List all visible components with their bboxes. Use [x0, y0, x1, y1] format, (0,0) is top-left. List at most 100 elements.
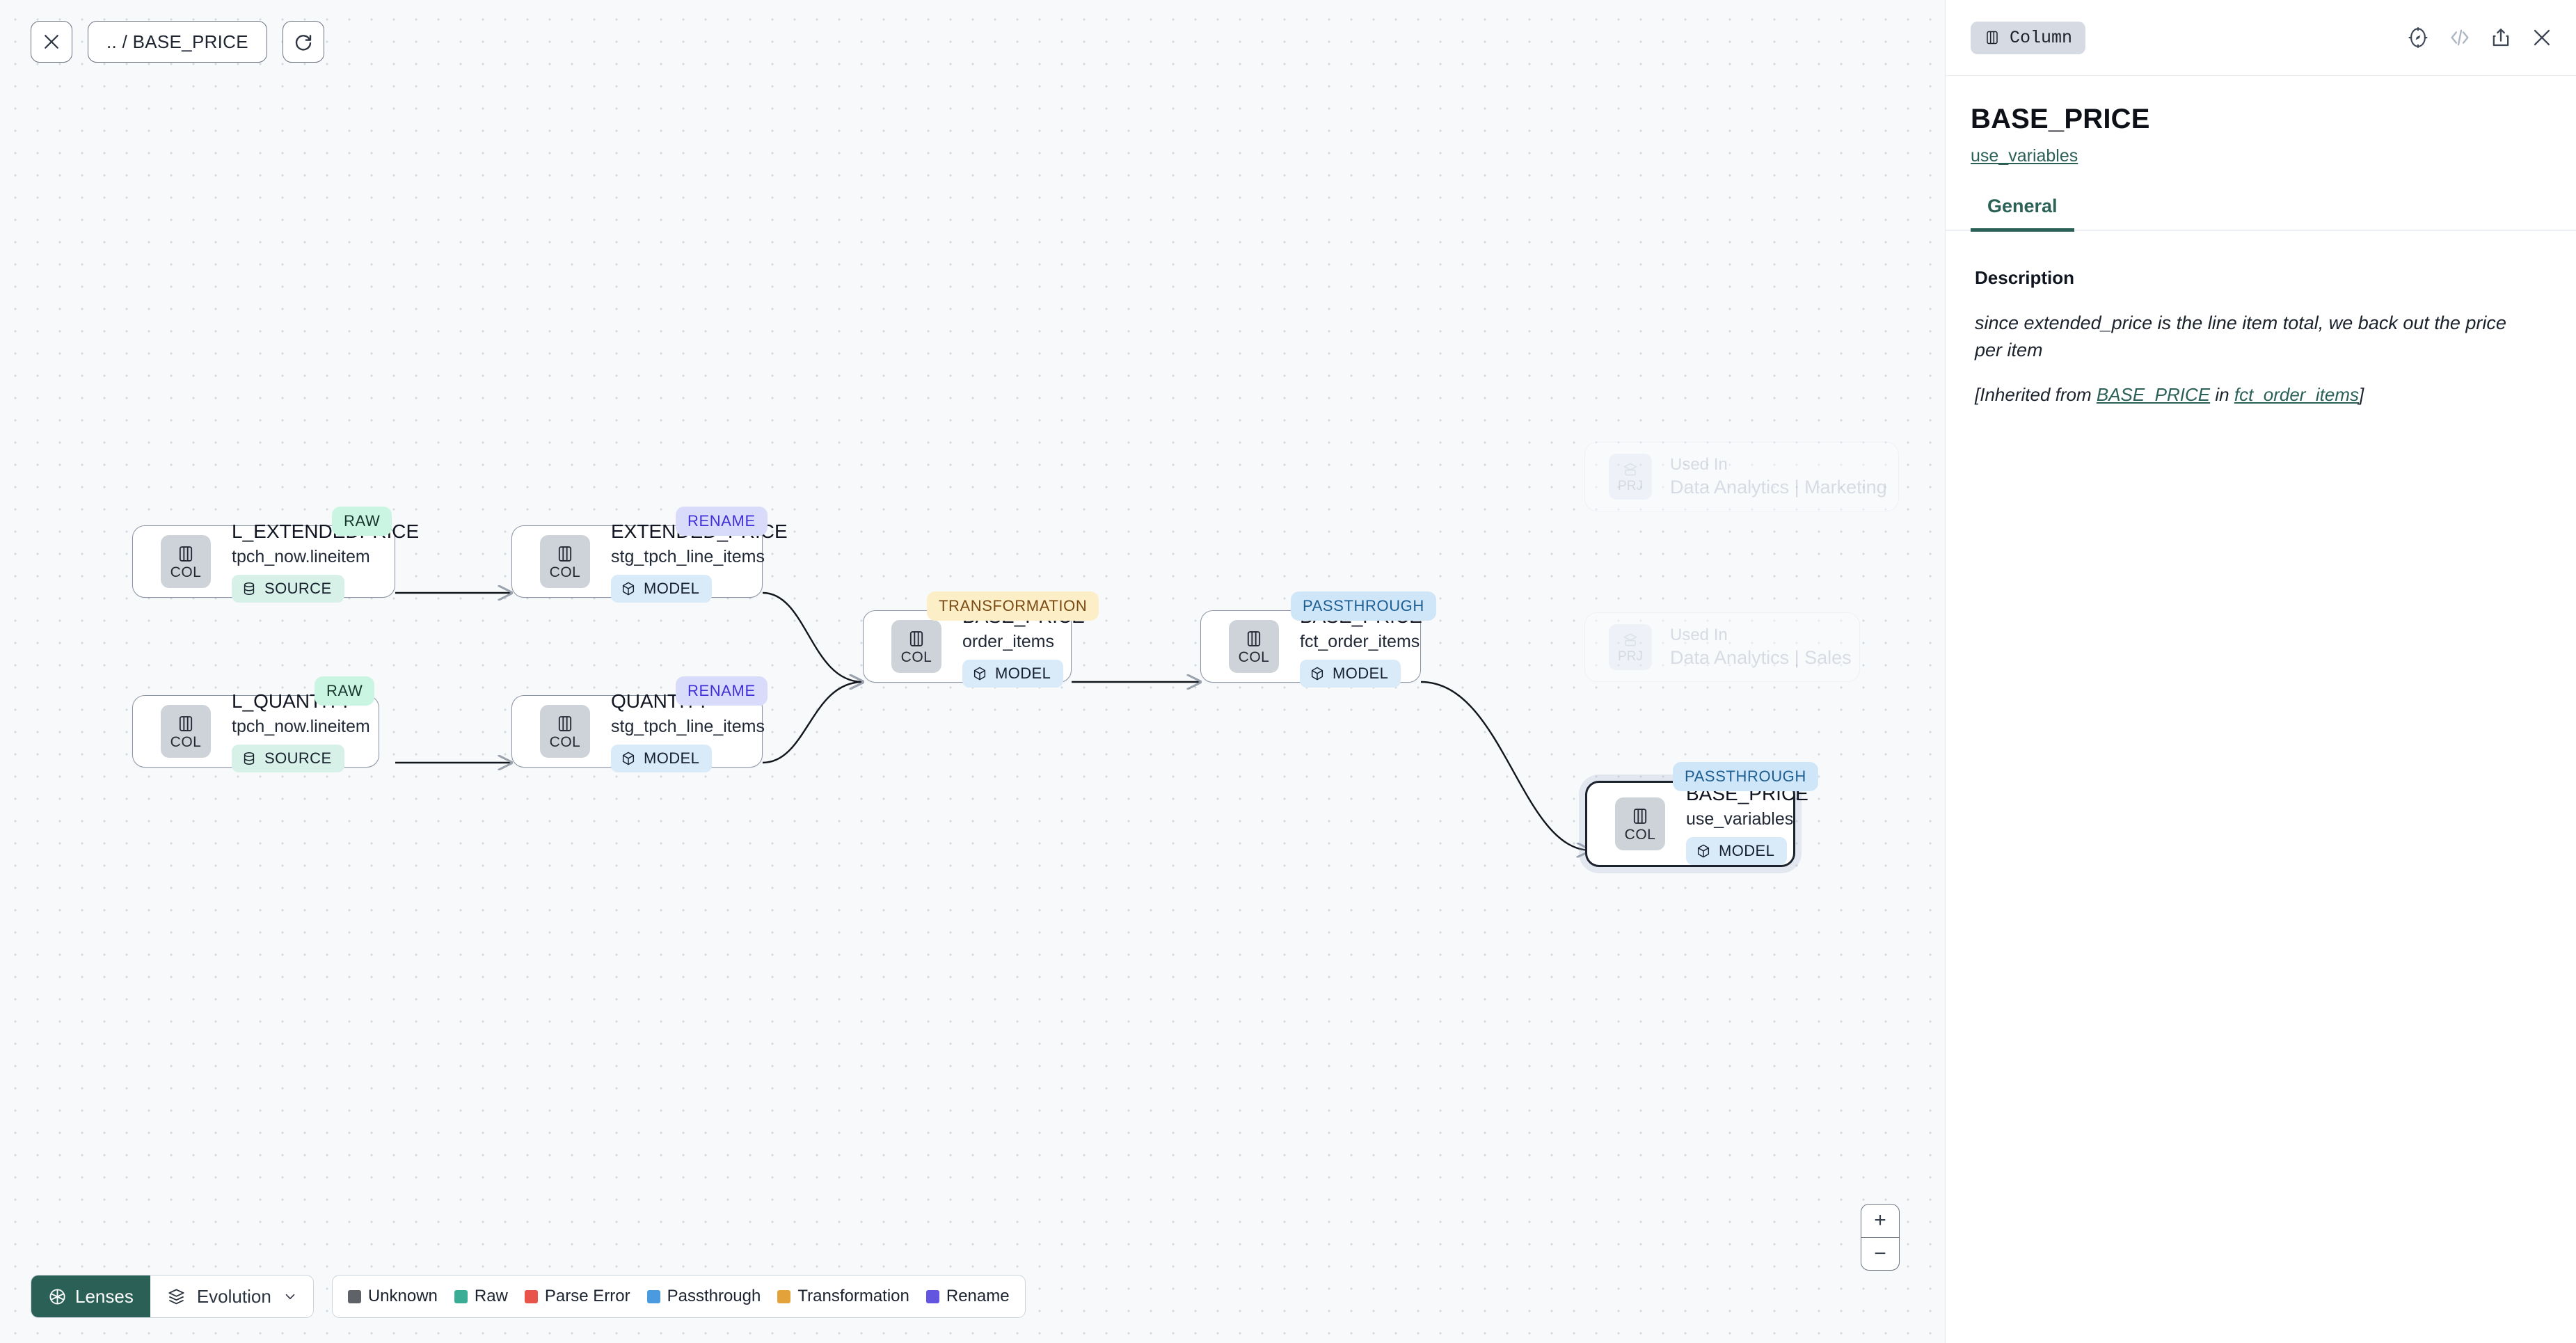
project-kind-badge: PRJ [1609, 624, 1652, 670]
node-type-tag: MODEL [1300, 659, 1401, 688]
node-kind-label: COL [170, 564, 202, 580]
graph-node-base-price-order-items[interactable]: COL BASE_PRICE order_items MODEL [863, 605, 1085, 688]
status-legend: Unknown Raw Parse Error Passthrough Tran… [331, 1275, 1026, 1318]
node-type-tag-label: MODEL [1719, 841, 1775, 859]
details-panel-header: Column [1946, 0, 2576, 76]
graph-node-base-price-fct-order-items[interactable]: COL BASE_PRICE fct_order_items MODEL [1200, 605, 1422, 688]
node-type-tag-label: MODEL [1333, 664, 1389, 682]
node-type-tag: MODEL [1686, 836, 1788, 865]
graph-node-base-price-use-variables[interactable]: COL BASE_PRICE use_variables MODEL [1585, 781, 1808, 867]
node-body: QUANTITY stg_tpch_line_items MODEL [611, 690, 765, 772]
description-text: since extended_price is the line item to… [1975, 312, 2506, 361]
node-kind-badge: COL [1229, 620, 1279, 673]
node-kind-badge: COL [1615, 797, 1665, 850]
breadcrumb[interactable]: .. / BASE_PRICE [88, 21, 267, 63]
node-kind-badge: COL [161, 535, 211, 588]
parent-model-link[interactable]: use_variables [1971, 146, 2078, 166]
node-type-tag: MODEL [611, 574, 713, 603]
bottom-toolbar: Lenses Evolution [31, 1275, 1026, 1318]
node-subtitle: stg_tpch_line_items [611, 716, 765, 736]
legend-item-rename[interactable]: Rename [925, 1287, 1010, 1306]
used-in-body: Used In Data Analytics | Marketing [1670, 455, 1887, 498]
legend-swatch-passthrough [646, 1289, 660, 1303]
node-kind-label: COL [549, 564, 581, 580]
graph-node-quantity[interactable]: COL QUANTITY stg_tpch_line_items MODEL [511, 690, 765, 772]
code-icon[interactable] [2448, 26, 2472, 49]
legend-label-transformation: Transformation [797, 1287, 909, 1305]
legend-label-passthrough: Passthrough [667, 1287, 761, 1305]
close-graph-button[interactable] [31, 21, 72, 63]
graph-node-l-extendedprice[interactable]: COL L_EXTENDEDPRICE tpch_now.lineitem SO… [132, 520, 419, 603]
node-kind-label: COL [1238, 649, 1270, 665]
panel-header-actions [2406, 26, 2554, 49]
chevron-down-icon [283, 1289, 298, 1304]
zoom-out-button[interactable]: − [1874, 1241, 1886, 1265]
node-type-tag-label: MODEL [644, 579, 700, 597]
breadcrumb-label: .. / BASE_PRICE [106, 31, 248, 52]
project-kind-label: PRJ [1618, 479, 1643, 493]
close-icon [41, 31, 62, 52]
panel-tabs: General [1946, 196, 2576, 232]
used-in-card-marketing[interactable]: PRJ Used In Data Analytics | Marketing [1584, 442, 1899, 511]
evolution-label: Evolution [196, 1285, 271, 1307]
graph-node-extended-price[interactable]: COL EXTENDED_PRICE stg_tpch_line_items M… [511, 520, 788, 603]
node-type-tag: SOURCE [232, 574, 344, 603]
project-kind-badge: PRJ [1609, 454, 1652, 500]
legend-item-raw[interactable]: Raw [454, 1287, 508, 1306]
node-body: BASE_PRICE use_variables MODEL [1686, 783, 1808, 865]
legend-item-unknown[interactable]: Unknown [347, 1287, 438, 1306]
node-type-tag-label: MODEL [644, 749, 700, 767]
node-kind-badge: COL [540, 705, 590, 758]
legend-item-parse-error[interactable]: Parse Error [524, 1287, 630, 1306]
node-type-tag-label: MODEL [995, 664, 1051, 682]
node-badge-rename: RENAME [676, 507, 768, 536]
node-body: L_EXTENDEDPRICE tpch_now.lineitem SOURCE [232, 520, 419, 603]
graph-node-l-quantity[interactable]: COL L_QUANTITY tpch_now.lineitem SOURCE [132, 690, 379, 772]
node-kind-label: COL [170, 733, 202, 750]
used-in-card-sales[interactable]: PRJ Used In Data Analytics | Sales [1584, 612, 1860, 682]
node-subtitle: tpch_now.lineitem [232, 546, 370, 566]
node-type-tag: MODEL [611, 744, 713, 772]
node-type-tag: SOURCE [232, 744, 344, 772]
lens-icon [48, 1287, 67, 1306]
entity-type-chip: Column [1971, 21, 2086, 54]
node-badge-passthrough: PASSTHROUGH [1291, 591, 1436, 621]
tab-general[interactable]: General [1971, 196, 2074, 232]
evolution-dropdown[interactable]: Evolution [150, 1276, 313, 1317]
lenses-label: Lenses [75, 1285, 134, 1307]
node-body: BASE_PRICE fct_order_items MODEL [1300, 605, 1422, 688]
details-panel: Column [1945, 0, 2576, 1343]
node-kind-badge: COL [540, 535, 590, 588]
refresh-button[interactable] [282, 21, 324, 63]
lineage-canvas[interactable]: .. / BASE_PRICE RAW COL [0, 0, 1945, 1343]
close-panel-icon[interactable] [2530, 26, 2554, 49]
legend-swatch-unknown [347, 1289, 361, 1303]
zoom-in-button[interactable]: + [1861, 1205, 1899, 1238]
legend-swatch-rename [925, 1289, 939, 1303]
inherited-note: [Inherited from BASE_PRICE in fct_order_… [1975, 384, 2551, 406]
inherited-column-link[interactable]: BASE_PRICE [2096, 384, 2211, 406]
node-badge-transformation: TRANSFORMATION [927, 591, 1099, 621]
node-kind-label: COL [549, 733, 581, 750]
lenses-group: Lenses Evolution [31, 1275, 314, 1318]
node-kind-label: COL [1624, 826, 1656, 843]
legend-swatch-transformation [777, 1289, 791, 1303]
inherited-model-link[interactable]: fct_order_items [2234, 384, 2360, 406]
node-subtitle: use_variables [1686, 809, 1794, 829]
legend-item-passthrough[interactable]: Passthrough [646, 1287, 761, 1306]
inherited-mid: in [2210, 384, 2234, 406]
share-icon[interactable] [2490, 26, 2512, 49]
explore-icon[interactable] [2406, 26, 2430, 49]
lenses-button[interactable]: Lenses [31, 1276, 150, 1317]
legend-item-transformation[interactable]: Transformation [777, 1287, 909, 1306]
used-in-label: Used In [1670, 626, 1728, 644]
project-kind-label: PRJ [1618, 649, 1643, 664]
used-in-value: Data Analytics | Sales [1670, 647, 1852, 668]
node-type-tag-label: SOURCE [264, 749, 332, 767]
description-section: Description since extended_price is the … [1946, 231, 2576, 406]
used-in-body: Used In Data Analytics | Sales [1670, 626, 1852, 669]
used-in-label: Used In [1670, 455, 1728, 474]
node-type-tag-label: SOURCE [264, 579, 332, 597]
canvas-toolbar: .. / BASE_PRICE [31, 21, 324, 63]
used-in-value: Data Analytics | Marketing [1670, 477, 1887, 498]
